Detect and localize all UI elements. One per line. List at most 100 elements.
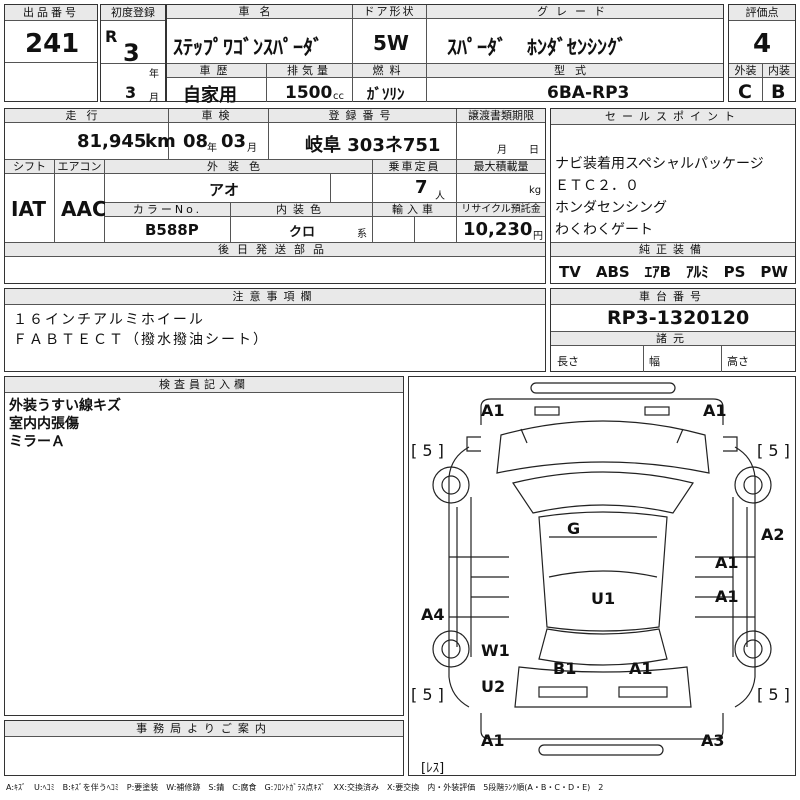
history: 自家用 xyxy=(183,85,237,106)
lot-number: 241 xyxy=(25,29,80,59)
car-name-label: 車名 xyxy=(167,5,353,19)
mark-left-w: W1 xyxy=(481,641,510,660)
transfer-label: 譲渡書類期限 xyxy=(457,109,545,123)
capacity-label: 乗車定員 xyxy=(373,160,457,174)
sales-point-box: セールスポイント ナビ装着用スペシャルパッケージ ＥＴＣ２．０ ホンダセンシング… xyxy=(550,108,796,284)
ext-label: 外装 xyxy=(729,64,763,78)
int-grade: B xyxy=(771,81,786,103)
lot-label: 出品番号 xyxy=(5,5,97,21)
shift: IAT xyxy=(11,197,47,221)
sales-line-3: ホンダセンシング xyxy=(555,200,667,216)
car-info-box: 車名 ドア形状 グレード ｽﾃｯﾌﾟﾜｺﾞﾝｽﾊﾟｰﾀﾞ 5W ｽﾊﾟｰﾀﾞ ﾎ… xyxy=(166,4,724,106)
legend: A:ｷｽﾞ U:ﾍｺﾐ B:ｷｽﾞを伴うﾍｺﾐ P:要塗装 W:補修跡 S:錆 … xyxy=(6,783,604,792)
first-registration-box: 初度登録 R 3 年 3 月 xyxy=(100,4,166,104)
recycle: 10,230 xyxy=(463,219,533,240)
spec-label: 諸元 xyxy=(551,332,795,346)
sales-label: セールスポイント xyxy=(551,109,795,125)
inspector-line-1: 外装うすい線キズ xyxy=(9,398,121,414)
era: R xyxy=(105,27,118,46)
length-label: 長さ xyxy=(557,355,579,368)
notes-line-2: ＦＡＢＴＥＣＴ（撥水撥油シート） xyxy=(13,332,269,348)
color-label: 外装色 xyxy=(105,160,373,174)
chassis-box: 車台番号 RP3-1320120 諸元 長さ 幅 高さ xyxy=(550,288,796,372)
notes-label: 注意事項欄 xyxy=(5,289,545,305)
color-no-label: カラーNo. xyxy=(105,203,231,217)
score-label: 評価点 xyxy=(729,5,795,21)
insp-month: 03 xyxy=(221,131,247,152)
capacity: 7 xyxy=(415,177,428,198)
mark-rear-b: B1 xyxy=(553,659,577,678)
interior-unit: 系 xyxy=(357,229,367,240)
mark-right-upper: A2 xyxy=(761,525,785,544)
recycle-unit: 円 xyxy=(533,231,543,242)
load-unit: kg xyxy=(529,185,542,196)
score-box: 評価点 4 外装 内装 C B xyxy=(728,4,796,103)
mark-front-right: A1 xyxy=(703,401,727,420)
load-label: 最大積載量 xyxy=(457,160,545,174)
office-box: 事務局よりご案内 xyxy=(4,720,404,776)
mark-rear-a: A1 xyxy=(629,659,653,678)
car-outline-diagram xyxy=(432,382,772,756)
transfer-month-unit: 月 xyxy=(497,145,507,156)
mark-center: U1 xyxy=(591,589,616,608)
interior-color: クロ xyxy=(289,225,316,240)
tire-rear-right: [ 5 ] xyxy=(757,685,790,704)
mark-left-door: A4 xyxy=(421,605,445,624)
equipment-label: 純正装備 xyxy=(551,243,795,257)
spare-tire: [ﾚｽ] xyxy=(421,761,445,776)
inspection-label: 車検 xyxy=(169,109,269,123)
recycle-label: リサイクル預託金 xyxy=(457,203,545,217)
mileage: 81,945 xyxy=(77,131,147,152)
grade: ｽﾊﾟｰﾀﾞ ﾎﾝﾀﾞｾﾝｼﾝｸﾞ xyxy=(447,35,627,59)
insp-year: 08 xyxy=(183,131,209,152)
displacement-label: 排気量 xyxy=(267,64,353,78)
mileage-unit: km xyxy=(145,131,176,152)
detail-box: 走行 車検 登録番号 譲渡書類期限 81,945 km 08 年 03 月 岐阜… xyxy=(4,108,546,284)
office-label: 事務局よりご案内 xyxy=(5,721,403,737)
mark-front-left: A1 xyxy=(481,401,505,420)
car-diagram-box: A1 A1 [ 5 ] [ 5 ] G A2 A1 U1 A1 A4 W1 B1… xyxy=(408,376,796,776)
door-label: ドア形状 xyxy=(353,5,427,19)
mark-roof: G xyxy=(567,519,581,538)
import-label: 輸入車 xyxy=(373,203,457,217)
insp-month-unit: 月 xyxy=(247,143,257,154)
fuel-label: 燃料 xyxy=(353,64,427,78)
fuel: ｶﾞｿﾘﾝ xyxy=(367,85,405,103)
inspector-line-2: 室内内張傷 xyxy=(9,416,79,432)
sales-line-4: わくわくゲート xyxy=(555,222,653,238)
color: アオ xyxy=(209,181,240,199)
mark-rear-left: A1 xyxy=(481,731,505,750)
month-unit: 月 xyxy=(149,93,159,104)
reg-number-label: 登録番号 xyxy=(269,109,457,123)
inspector-line-3: ミラーＡ xyxy=(9,434,65,450)
reg-month: 3 xyxy=(125,83,137,102)
notes-box: 注意事項欄 １６インチアルミホイール ＦＡＢＴＥＣＴ（撥水撥油シート） xyxy=(4,288,546,372)
first-reg-label: 初度登録 xyxy=(101,5,165,21)
model: 6BA-RP3 xyxy=(547,83,630,103)
score: 4 xyxy=(753,29,772,59)
mark-left-u: U2 xyxy=(481,677,506,696)
lot-number-box: 出品番号 241 xyxy=(4,4,98,102)
ac-label: エアコン xyxy=(55,160,105,174)
chassis-label: 車台番号 xyxy=(551,289,795,305)
door-type: 5W xyxy=(373,31,409,55)
grade-label: グレード xyxy=(427,5,723,19)
equipment: TV ABS ｴｱB ｱﾙﾐ PS PW xyxy=(559,263,788,281)
year-unit: 年 xyxy=(149,69,159,80)
tire-front-left: [ 5 ] xyxy=(411,441,444,460)
width-label: 幅 xyxy=(649,355,660,368)
int-label: 内装 xyxy=(763,64,795,78)
chassis-number: RP3-1320120 xyxy=(607,307,750,329)
inspector-label: 検査員記入欄 xyxy=(5,377,403,393)
mark-rear-right: A3 xyxy=(701,731,725,750)
reg-year: 3 xyxy=(123,39,140,67)
mileage-label: 走行 xyxy=(5,109,169,123)
mark-right-mid-1: A1 xyxy=(715,553,739,572)
height-label: 高さ xyxy=(727,355,749,368)
car-name: ｽﾃｯﾌﾟﾜｺﾞﾝｽﾊﾟｰﾀﾞ xyxy=(173,35,323,59)
later-parts-label: 後日発送部品 xyxy=(5,243,545,257)
shift-label: シフト xyxy=(5,160,55,174)
color-no: B588P xyxy=(145,221,199,239)
inspector-box: 検査員記入欄 外装うすい線キズ 室内内張傷 ミラーＡ xyxy=(4,376,404,716)
insp-year-unit: 年 xyxy=(207,143,217,154)
